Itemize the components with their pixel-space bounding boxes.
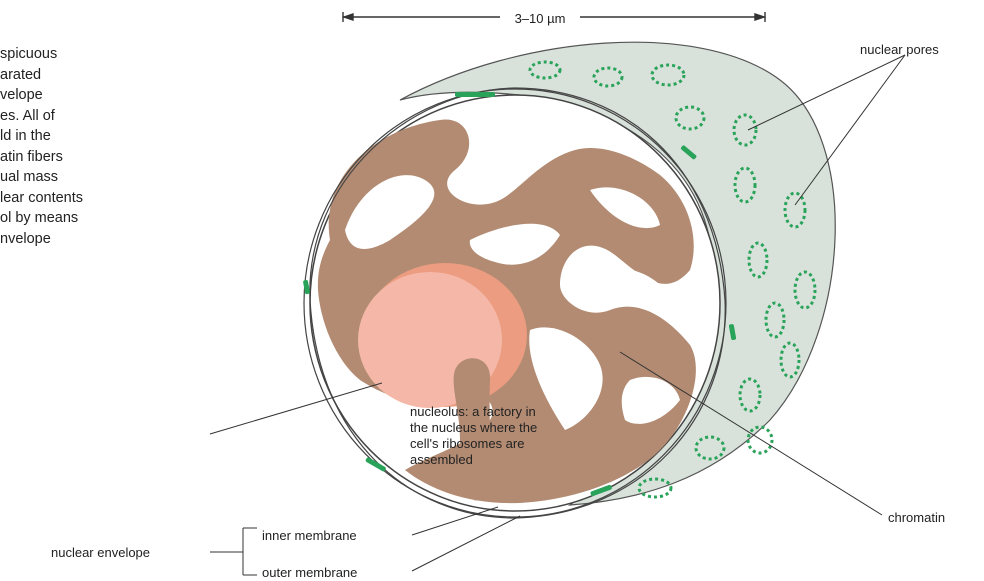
outer-membrane-label: outer membrane xyxy=(262,565,357,581)
nuclear-pores-label: nuclear pores xyxy=(860,42,939,58)
nucleolus-label: nucleolus: a factory in the nucleus wher… xyxy=(410,404,620,468)
chromatin-label: chromatin xyxy=(888,510,945,526)
scale-label: 3–10 µm xyxy=(500,11,580,27)
intro-caption: spicuous arated velope es. All of ld in … xyxy=(0,44,160,249)
nuclear-envelope-label: nuclear envelope xyxy=(51,545,150,561)
inner-membrane-label: inner membrane xyxy=(262,528,357,544)
